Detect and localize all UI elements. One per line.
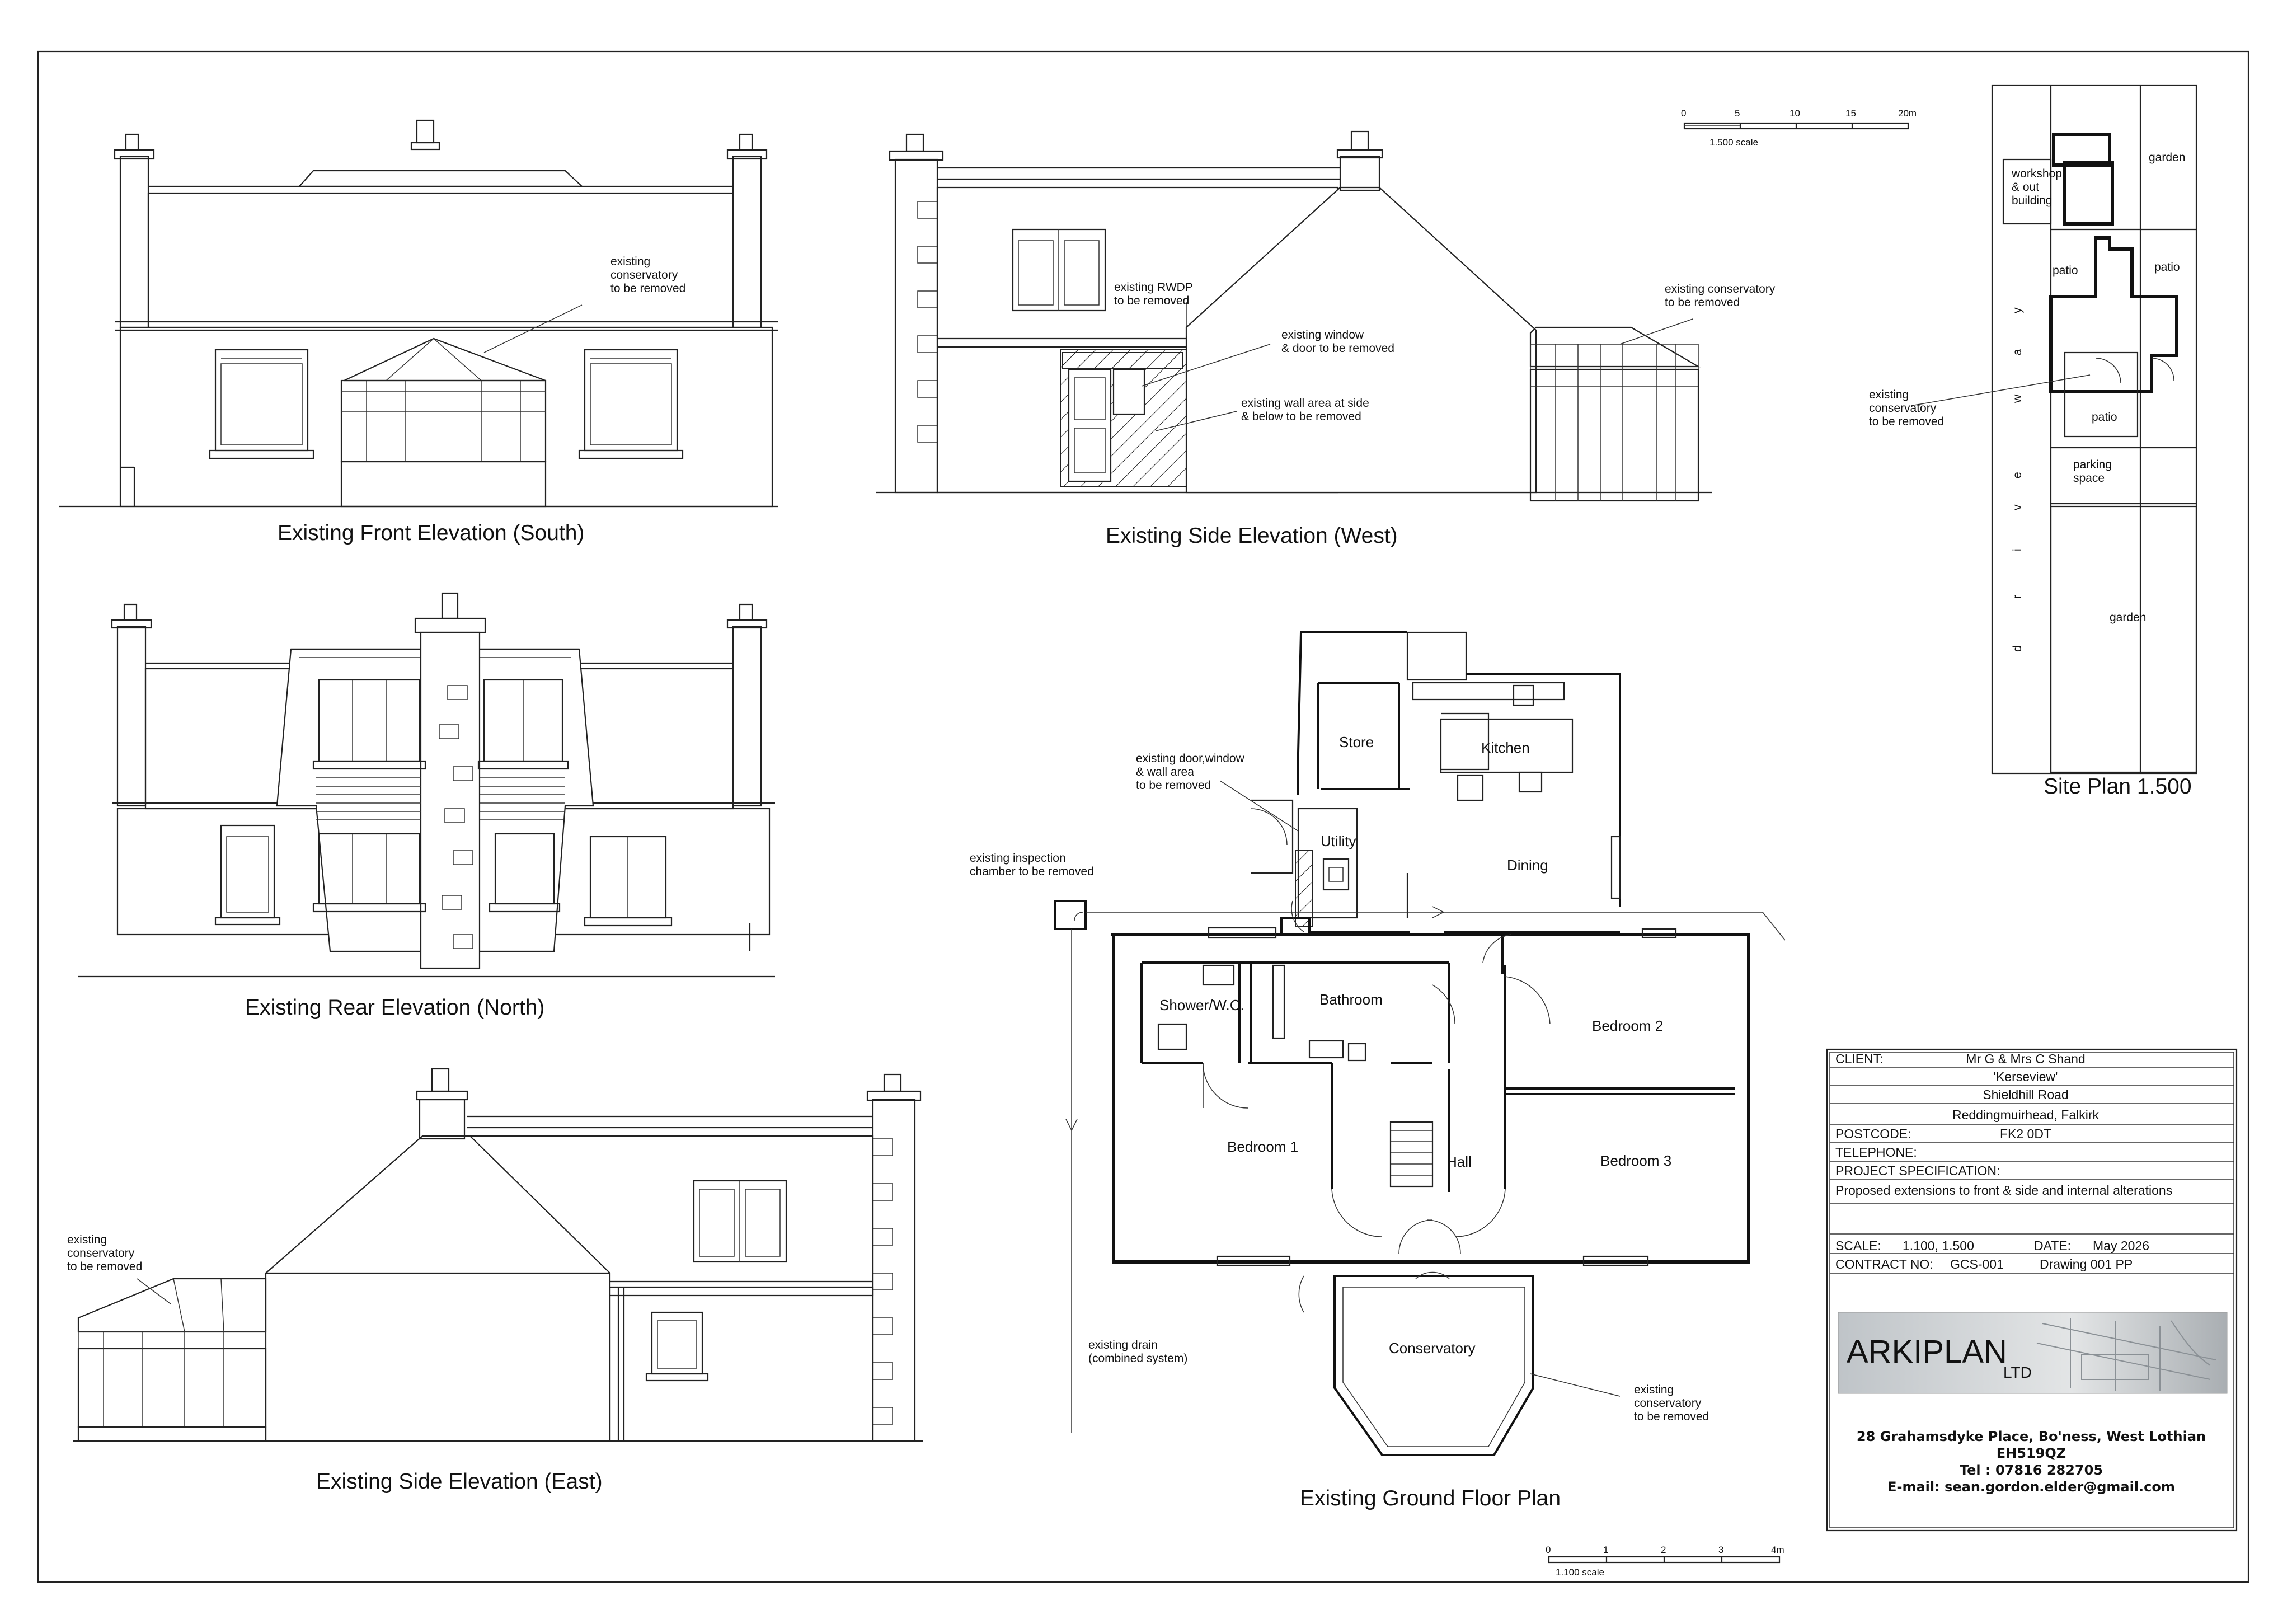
room-dining-label: Dining [1507, 857, 1548, 874]
east-elevation [73, 1068, 923, 1442]
room-bedroom2-label: Bedroom 2 [1592, 1017, 1663, 1034]
plan-drain-note: existing drain (combined system) [1088, 1339, 1187, 1365]
svg-text:v: v [2011, 504, 2024, 510]
west-window-door-note: existing window & door to be removed [1281, 328, 1394, 355]
client-address-2: Shieldhill Road [1983, 1087, 2068, 1102]
front-elevation-title: Existing Front Elevation (South) [278, 521, 584, 545]
room-hall-label: Hall [1446, 1153, 1472, 1170]
east-conservatory-note: existing conservatory to be removed [67, 1233, 142, 1273]
site-scale-tick-3: 15 [1845, 108, 1856, 119]
svg-text:a: a [2011, 349, 2024, 355]
client-address-1: 'Kerseview' [1994, 1069, 2058, 1084]
scale-value: 1.100, 1.500 [1903, 1238, 1974, 1253]
telephone-label: TELEPHONE: [1835, 1145, 1917, 1160]
room-bedroom3-label: Bedroom 3 [1600, 1152, 1671, 1169]
front-conservatory-note: existing conservatory to be removed [610, 255, 685, 295]
company-address: 28 Grahamsdyke Place, Bo'ness, West Loth… [1857, 1429, 2206, 1444]
plan-scale-tick-2: 2 [1661, 1545, 1666, 1555]
site-patio-right-label: patio [2154, 261, 2180, 274]
ground-floor-plan [1054, 631, 1786, 1456]
title-block [1826, 1048, 2238, 1532]
date-label: DATE: [2034, 1238, 2071, 1253]
site-scale-tick-2: 10 [1790, 108, 1800, 119]
plan-scale-bar [1548, 1556, 1781, 1564]
room-shower-label: Shower/W.C. [1159, 997, 1244, 1013]
site-patio-bottom-label: patio [2092, 411, 2117, 424]
svg-text:r: r [2011, 595, 2024, 599]
spec-label: PROJECT SPECIFICATION: [1835, 1163, 2000, 1178]
contract-label: CONTRACT NO: [1835, 1257, 1933, 1271]
postcode-label: POSTCODE: [1835, 1127, 1911, 1141]
site-garden-bottom-label: garden [2110, 611, 2146, 624]
date-value: May 2026 [2093, 1238, 2149, 1253]
site-scale-tick-0: 0 [1681, 108, 1686, 119]
logo-main-text: ARKIPLAN [1847, 1334, 2007, 1370]
site-scale-tick-1: 5 [1735, 108, 1740, 119]
plan-scale-tick-3: 3 [1718, 1545, 1723, 1555]
site-patio-left-label: patio [2053, 264, 2078, 277]
site-workshop-label: workshop & out building [2011, 167, 2065, 207]
west-elevation [876, 130, 1712, 502]
plan-inspection-note: existing inspection chamber to be remove… [970, 852, 1094, 878]
company-postcode: EH519QZ [1997, 1445, 2066, 1461]
site-plan [1910, 84, 2197, 775]
west-wall-area-note: existing wall area at side & below to be… [1241, 397, 1373, 423]
sheet-border [37, 50, 2249, 1583]
client-label: CLIENT: [1835, 1052, 1884, 1066]
site-parking-label: parking space [2073, 458, 2115, 485]
svg-text:e: e [2011, 472, 2024, 478]
site-scale-tick-4: 20m [1898, 108, 1917, 119]
svg-text:y: y [2011, 307, 2024, 313]
drawing-number: Drawing 001 PP [2040, 1257, 2133, 1271]
client-name: Mr G & Mrs C Shand [1966, 1052, 2085, 1066]
postcode-value: FK2 0DT [2000, 1127, 2051, 1141]
rear-elevation [78, 592, 775, 978]
room-utility-label: Utility [1321, 833, 1356, 849]
scale-label: SCALE: [1835, 1238, 1881, 1253]
company-telephone: Tel : 07816 282705 [1960, 1462, 2103, 1478]
west-conservatory-note: existing conservatory to be removed [1665, 283, 1778, 309]
arkiplan-logo [1838, 1312, 2228, 1394]
room-kitchen-label: Kitchen [1481, 739, 1530, 756]
plan-scale-tick-4: 4m [1771, 1545, 1784, 1555]
plan-conservatory-note: existing conservatory to be removed [1634, 1383, 1709, 1423]
plan-door-window-note: existing door,window & wall area to be r… [1136, 752, 1248, 792]
svg-text:d: d [2011, 645, 2024, 652]
site-conservatory-note: existing conservatory to be removed [1869, 388, 1944, 428]
site-driveway-label: d r i v e w a y [2011, 307, 2024, 652]
site-scale-label: 1.500 scale [1709, 137, 1758, 148]
site-plan-title: Site Plan 1.500 [2044, 775, 2192, 799]
room-conservatory-label: Conservatory [1389, 1340, 1476, 1357]
rear-elevation-title: Existing Rear Elevation (North) [245, 996, 544, 1020]
svg-text:i: i [2011, 548, 2024, 551]
contract-value: GCS-001 [1950, 1257, 2004, 1271]
plan-scale-tick-0: 0 [1546, 1545, 1551, 1555]
front-elevation [59, 119, 778, 508]
west-rwdp-note: existing RWDP to be removed [1114, 281, 1196, 307]
room-store-label: Store [1339, 734, 1374, 750]
spec-text: Proposed extensions to front & side and … [1835, 1183, 2172, 1198]
company-email: E-mail: sean.gordon.elder@gmail.com [1887, 1479, 2175, 1495]
room-bedroom1-label: Bedroom 1 [1227, 1138, 1298, 1155]
plan-scale-label: 1.100 scale [1556, 1567, 1604, 1578]
plan-title: Existing Ground Floor Plan [1300, 1486, 1561, 1510]
client-address-3: Reddingmuirhead, Falkirk [1952, 1107, 2100, 1122]
plan-scale-tick-1: 1 [1603, 1545, 1608, 1555]
room-bathroom-label: Bathroom [1319, 991, 1383, 1008]
site-scale-bar [1683, 122, 1909, 130]
site-garden-top-label: garden [2149, 151, 2185, 164]
west-elevation-title: Existing Side Elevation (West) [1106, 524, 1398, 548]
east-elevation-title: Existing Side Elevation (East) [316, 1470, 603, 1494]
logo-sub-text: LTD [2003, 1364, 2032, 1381]
svg-text:w: w [2011, 394, 2024, 403]
